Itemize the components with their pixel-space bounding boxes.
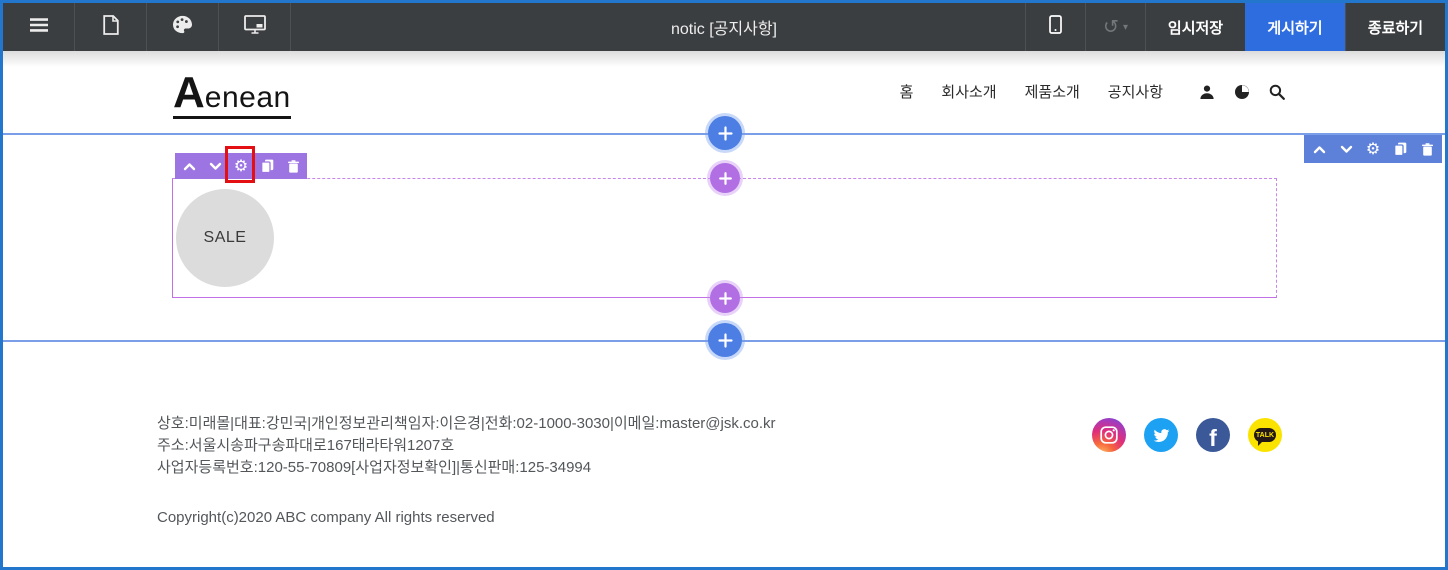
footer-company-info: 상호:미래몰|대표:강민국|개인정보관리책임자:이은경|전화:02-1000-3…: [157, 413, 776, 479]
mobile-preview-button[interactable]: [1025, 3, 1085, 51]
trash-icon: [1421, 142, 1433, 156]
trash-icon: [287, 159, 299, 173]
block-toolbar: [175, 153, 307, 179]
block-move-up-button[interactable]: [177, 153, 201, 179]
theme-button[interactable]: [147, 3, 219, 51]
kakaotalk-icon[interactable]: TALK: [1248, 418, 1282, 452]
toolbar-shadow: [3, 51, 1445, 67]
chevron-down-icon: [1123, 22, 1128, 33]
section-settings-button[interactable]: [1361, 135, 1385, 163]
plus-icon: [717, 332, 733, 348]
social-links: f TALK: [1092, 418, 1300, 452]
kakao-bubble: TALK: [1254, 428, 1276, 446]
temp-save-button[interactable]: 임시저장: [1145, 3, 1245, 51]
add-section-button-bottom[interactable]: [708, 323, 742, 357]
sale-label: SALE: [203, 229, 247, 246]
twitter-icon[interactable]: [1144, 418, 1178, 452]
undo-button[interactable]: [1085, 3, 1145, 51]
page-icon: [102, 14, 119, 40]
editor-toolbar: notic [공지사항] 임시저장 게시하기 종료하기: [3, 3, 1445, 51]
plus-icon: [718, 291, 732, 305]
gear-icon: [234, 158, 248, 174]
footer-info-line: 상호:미래몰|대표:강민국|개인정보관리책임자:이은경|전화:02-1000-3…: [157, 415, 776, 432]
footer-info-line: 사업자등록번호:120-55-70809[사업자정보확인]|통신판매:125-3…: [157, 459, 592, 476]
site-nav: 홈 회사소개 제품소개 공지사항: [872, 81, 1285, 102]
selected-block-outline[interactable]: [172, 178, 1277, 298]
palette-icon: [172, 15, 193, 39]
section-move-up-button[interactable]: [1307, 135, 1331, 163]
section-delete-button[interactable]: [1415, 135, 1439, 163]
footer-info-line: 주소:서울시송파구송파대로167태라타워1207호: [157, 437, 455, 454]
plus-icon: [717, 125, 733, 141]
search-icon[interactable]: [1269, 84, 1285, 100]
add-block-button-top[interactable]: [710, 163, 740, 193]
logo-initial: A: [173, 68, 205, 117]
sale-image[interactable]: SALE: [176, 189, 274, 287]
logo-rest: enean: [204, 81, 291, 114]
add-section-button-top[interactable]: [708, 116, 742, 150]
section-toolbar: [1304, 135, 1442, 163]
user-icon[interactable]: [1199, 84, 1215, 100]
add-block-button-bottom[interactable]: [710, 283, 740, 313]
copy-icon: [260, 159, 273, 173]
nav-item-home[interactable]: 홈: [899, 84, 914, 101]
footer-copyright: Copyright(c)2020 ABC company All rights …: [157, 509, 495, 526]
copy-icon: [1393, 142, 1406, 156]
block-duplicate-button[interactable]: [255, 153, 279, 179]
facebook-letter: f: [1209, 424, 1217, 451]
block-settings-button[interactable]: [229, 153, 253, 179]
section-move-down-button[interactable]: [1334, 135, 1358, 163]
instagram-icon[interactable]: [1092, 418, 1126, 452]
device-preview-button[interactable]: [219, 3, 291, 51]
nav-item-company[interactable]: 회사소개: [941, 84, 997, 101]
plus-icon: [718, 171, 732, 185]
preview-canvas: Aenean 홈 회사소개 제품소개 공지사항: [3, 51, 1445, 567]
block-delete-button[interactable]: [281, 153, 305, 179]
desktop-icon: [243, 15, 266, 39]
nav-item-notice[interactable]: 공지사항: [1107, 84, 1163, 101]
globe-icon[interactable]: [1234, 84, 1250, 100]
block-move-down-button[interactable]: [203, 153, 227, 179]
exit-button[interactable]: 종료하기: [1345, 3, 1445, 51]
page-button[interactable]: [75, 3, 147, 51]
menu-icon: [29, 17, 49, 38]
section-duplicate-button[interactable]: [1388, 135, 1412, 163]
undo-icon: [1103, 16, 1119, 38]
mobile-icon: [1049, 15, 1062, 39]
menu-button[interactable]: [3, 3, 75, 51]
site-logo[interactable]: Aenean: [173, 71, 291, 119]
nav-item-products[interactable]: 제품소개: [1024, 84, 1080, 101]
facebook-icon[interactable]: f: [1196, 418, 1230, 452]
publish-button[interactable]: 게시하기: [1245, 3, 1345, 51]
gear-icon: [1366, 141, 1380, 157]
